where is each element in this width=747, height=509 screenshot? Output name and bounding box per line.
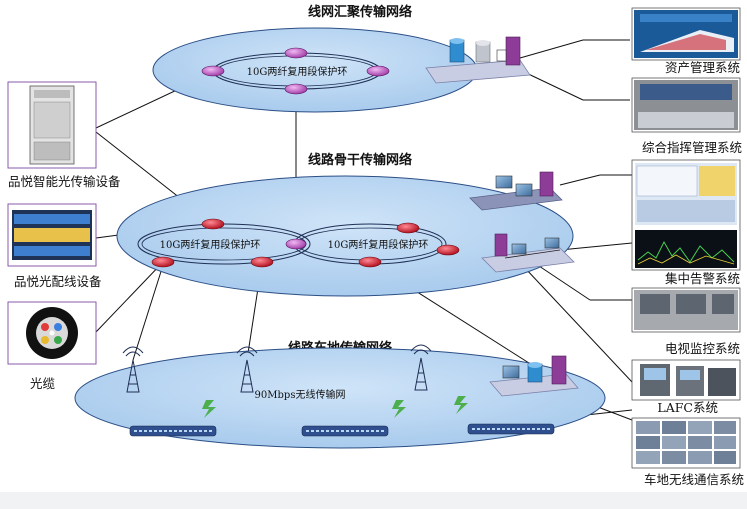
antenna-icon [410, 344, 432, 391]
train-ground-ellipse [74, 347, 606, 449]
right-system-train-ground-wireless: 车地无线通信系统 [631, 417, 744, 487]
antenna-icon [236, 346, 258, 393]
aggregation-ring-label: 10G两纤复用段保护环 [247, 65, 348, 78]
left-device-optical-cable: 光缆 [7, 301, 97, 391]
right-system-command-management: 综合指挥管理系统 [631, 77, 742, 155]
train-ground-network: 线路车地传输网络 90Mbps无线传输网 [74, 340, 606, 449]
server-platform-icon [425, 36, 531, 84]
train-icon [301, 425, 389, 437]
video-wall-icon [636, 421, 736, 464]
aggregation-network-title: 线网汇聚传输网络 [308, 4, 412, 20]
server-platform-icon [489, 355, 579, 397]
aggregation-network: 线网汇聚传输网络 10G两纤复用段保护环 [152, 4, 531, 113]
train-icon [467, 423, 555, 435]
ring-node [151, 256, 175, 268]
right-system-label: LAFC系统 [657, 400, 718, 415]
spectrum-screen-icon [635, 230, 737, 268]
left-device-optical-distribution: 品悦光配线设备 [7, 203, 102, 289]
backbone-network-title: 线路骨干传输网络 [308, 152, 412, 168]
right-system-label: 车地无线通信系统 [644, 472, 744, 487]
wireless-network-label: 90Mbps无线传输网 [255, 388, 346, 401]
backbone-ellipse [116, 175, 574, 297]
right-system-label: 综合指挥管理系统 [642, 140, 742, 155]
right-system-label: 集中告警系统 [665, 271, 740, 286]
left-device-label: 光缆 [30, 376, 56, 391]
left-device-optical-transmission: 品悦智能光传输设备 [7, 81, 121, 189]
backbone-ring-right-label: 10G两纤复用段保护环 [328, 238, 429, 251]
right-system-centralized-alarm: 集中告警系统 [631, 159, 741, 286]
wireless-signal-icon [202, 396, 468, 418]
ring-node [366, 65, 390, 77]
bottom-strip [0, 492, 747, 509]
ring-node [284, 83, 308, 95]
ring-node [396, 222, 420, 234]
ring-node [201, 65, 225, 77]
left-device-label: 品悦智能光传输设备 [8, 174, 121, 189]
right-system-lafc: LAFC系统 [631, 359, 741, 415]
lan-platform-icon [481, 233, 575, 273]
backbone-network: 线路骨干传输网络 10G两纤复用段保护环 10G两纤复用段保护环 [116, 152, 575, 297]
ring-node [436, 244, 460, 256]
antenna-icon [122, 346, 144, 393]
right-system-label: 电视监控系统 [665, 341, 740, 356]
right-system-label: 资产管理系统 [665, 60, 740, 75]
workstation-platform-icon [469, 171, 563, 211]
backbone-ring-left-label: 10G两纤复用段保护环 [160, 238, 261, 251]
ring-node [284, 47, 308, 59]
ring-node [285, 238, 307, 250]
ring-node [250, 256, 274, 268]
left-device-label: 品悦光配线设备 [14, 274, 102, 289]
ring-node [358, 256, 382, 268]
right-system-asset-management: 资产管理系统 [631, 7, 741, 75]
train-icon [129, 425, 217, 437]
right-system-cctv: 电视监控系统 [631, 287, 741, 356]
ring-node [201, 218, 225, 230]
